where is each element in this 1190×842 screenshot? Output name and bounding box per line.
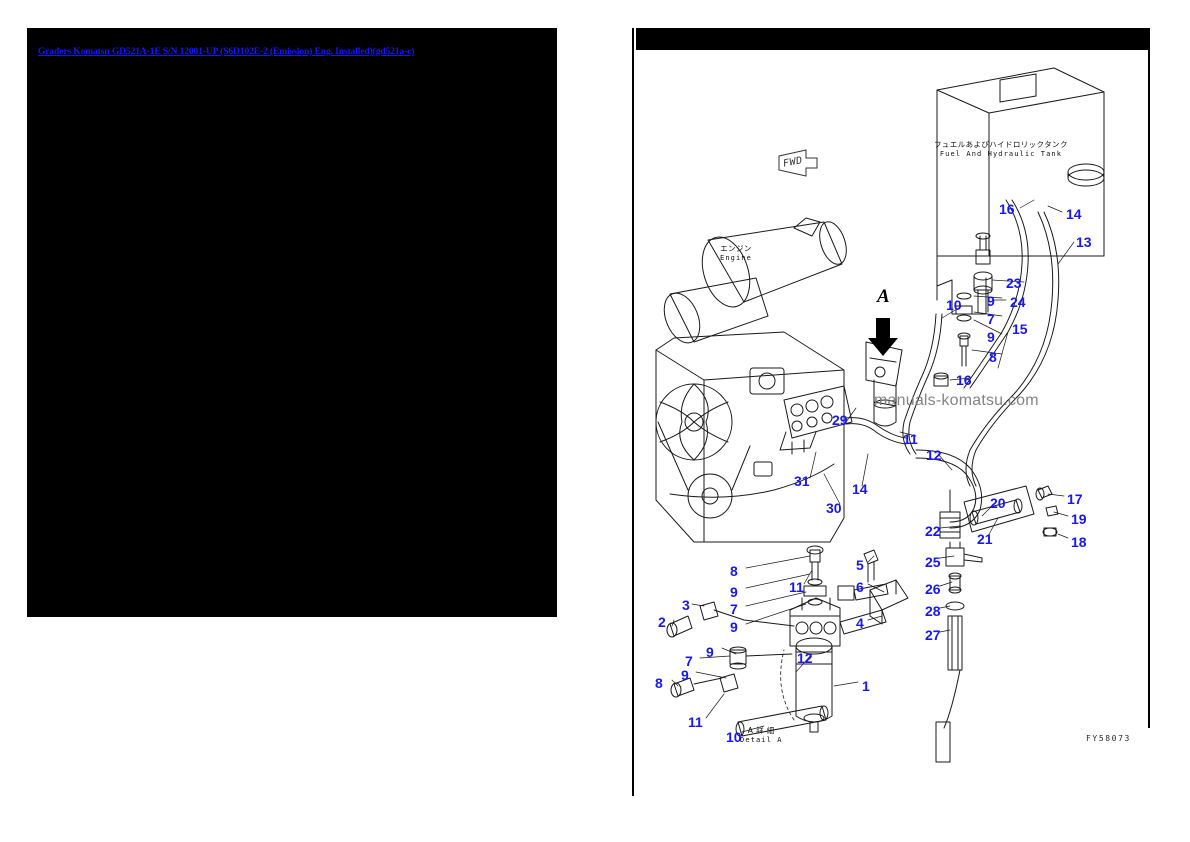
- hose-lines: [669, 199, 1060, 529]
- callout-number[interactable]: 26: [925, 581, 941, 597]
- callout-number[interactable]: 9: [730, 619, 738, 635]
- callout-number[interactable]: 28: [925, 603, 941, 619]
- callout-number[interactable]: 1: [862, 678, 870, 694]
- label-detail-a: A 詳 細 Detail A: [740, 726, 783, 745]
- callout-number[interactable]: 7: [685, 653, 693, 669]
- fitting-parts-upper: [933, 232, 993, 387]
- document-preview-panel: Graders Komatsu GD521A-1E S/N 12001-UP (…: [27, 28, 557, 617]
- callout-number[interactable]: 7: [730, 601, 738, 617]
- fitting-parts-lower-right: [935, 485, 1059, 763]
- site-watermark: manuals-komatsu.com: [874, 392, 1039, 409]
- callout-number[interactable]: 2: [658, 614, 666, 630]
- callout-number[interactable]: 12: [926, 447, 942, 463]
- callout-number[interactable]: 20: [990, 495, 1006, 511]
- exploded-parts-drawing: [655, 67, 1105, 763]
- callout-number[interactable]: 18: [1071, 534, 1087, 550]
- label-fuel-and-hydraulic-tank: フュエルあよびハイドロリックタンク Fuel And Hydraulic Tan…: [934, 140, 1068, 159]
- callout-number[interactable]: 8: [655, 675, 663, 691]
- diagram-left-border: [632, 28, 634, 796]
- callout-number[interactable]: 10: [946, 297, 962, 313]
- parts-diagram-panel: FWD フュエルあよびハイドロリックタンク Fuel And Hydraulic…: [632, 28, 1150, 796]
- label-engine: エンジン Engine: [720, 244, 752, 263]
- callout-number[interactable]: 6: [856, 579, 864, 595]
- diagram-right-border: [1148, 28, 1150, 728]
- fwd-orientation-marker: FWD: [776, 148, 820, 182]
- section-letter-a: A: [877, 286, 890, 307]
- callout-number[interactable]: 13: [1076, 234, 1092, 250]
- callout-number[interactable]: 23: [1006, 275, 1022, 291]
- callout-number[interactable]: 8: [989, 349, 997, 365]
- section-a-arrow: [868, 318, 898, 356]
- callout-number[interactable]: 9: [730, 584, 738, 600]
- label-engine-en: Engine: [720, 253, 752, 262]
- callout-number[interactable]: 31: [794, 473, 810, 489]
- label-engine-jp: エンジン: [720, 244, 752, 253]
- drawing-number: FY58073: [1086, 734, 1131, 743]
- callout-number[interactable]: 3: [682, 597, 690, 613]
- callout-number[interactable]: 11: [789, 579, 804, 595]
- fuel-hydraulic-tank-shape: [936, 67, 1105, 315]
- callout-number[interactable]: 9: [987, 329, 995, 345]
- callout-number[interactable]: 21: [977, 531, 993, 547]
- detail-a-fuel-filter-assembly: [666, 545, 909, 737]
- callout-number[interactable]: 9: [706, 644, 714, 660]
- diagram-canvas: FWD フュエルあよびハイドロリックタンク Fuel And Hydraulic…: [634, 50, 1148, 796]
- callout-number[interactable]: 10: [726, 729, 742, 745]
- callout-number[interactable]: 7: [987, 311, 995, 327]
- callout-number[interactable]: 16: [999, 201, 1015, 217]
- callout-number[interactable]: 5: [856, 557, 864, 573]
- callout-number[interactable]: 22: [925, 523, 941, 539]
- callout-number[interactable]: 19: [1071, 511, 1087, 527]
- leader-lines: [671, 199, 1075, 733]
- callout-number[interactable]: 25: [925, 554, 941, 570]
- label-detail-a-en: Detail A: [740, 735, 783, 744]
- callout-number[interactable]: 24: [1010, 294, 1026, 310]
- callout-number[interactable]: 12: [797, 650, 813, 666]
- callout-number[interactable]: 14: [852, 481, 868, 497]
- callout-number[interactable]: 30: [826, 500, 842, 516]
- callout-number[interactable]: 11: [903, 431, 918, 447]
- callout-number[interactable]: 9: [987, 293, 995, 309]
- callout-number[interactable]: 8: [730, 563, 738, 579]
- callout-number[interactable]: 27: [925, 627, 941, 643]
- callout-number[interactable]: 9: [681, 667, 689, 683]
- diagram-header-bar: [636, 28, 1150, 50]
- document-title-link[interactable]: Graders Komatsu GD521A-1E S/N 12001-UP (…: [38, 47, 415, 57]
- label-fuel-tank-jp: フュエルあよびハイドロリックタンク: [934, 140, 1068, 149]
- callout-number[interactable]: 29: [832, 412, 848, 428]
- callout-number[interactable]: 14: [1066, 206, 1082, 222]
- callout-number[interactable]: 15: [1012, 321, 1028, 337]
- callout-number[interactable]: 16: [956, 372, 972, 388]
- detail-a-indicator: [780, 649, 795, 721]
- callout-number[interactable]: 17: [1067, 491, 1083, 507]
- engine-assembly-shape: [655, 217, 853, 543]
- callout-number[interactable]: 4: [856, 615, 864, 631]
- label-detail-a-jp: A 詳 細: [747, 726, 775, 735]
- label-fuel-tank-en: Fuel And Hydraulic Tank: [939, 149, 1063, 158]
- callout-number[interactable]: 11: [688, 714, 703, 730]
